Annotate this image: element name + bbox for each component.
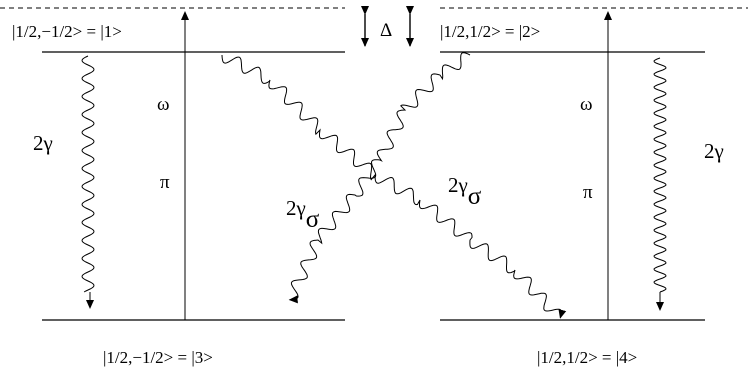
omega-label-left: ω: [157, 94, 170, 115]
detuning-label: Δ: [380, 20, 392, 41]
level-4-label: |1/2,1/2> = |4>: [537, 348, 637, 367]
omega-label-right: ω: [580, 94, 593, 115]
cross-decay-right-base: 2γ: [448, 173, 468, 197]
level-3-label: |1/2,−1/2> = |3>: [103, 348, 213, 367]
cross-decay-label-left: 2γσ: [286, 196, 320, 233]
cross-decay-right-sub: σ: [468, 183, 482, 210]
cross-decay-left-base: 2γ: [286, 196, 306, 220]
cross-decay-label-right: 2γσ: [448, 173, 482, 210]
level-2-label: |1/2,1/2> = |2>: [440, 22, 540, 41]
decay-label-left: 2γ: [33, 131, 53, 155]
cross-decay-wave-left: [288, 52, 471, 304]
cross-decay-wave-right: [221, 54, 567, 319]
decay-wave-left: [81, 55, 95, 293]
decay-label-right: 2γ: [704, 139, 724, 163]
pi-label-right: π: [583, 182, 593, 203]
level-1-label: |1/2,−1/2> = |1>: [12, 22, 122, 41]
cross-decay-left-sub: σ: [306, 206, 320, 233]
pi-label-left: π: [160, 172, 170, 193]
decay-wave-right: [653, 57, 667, 293]
